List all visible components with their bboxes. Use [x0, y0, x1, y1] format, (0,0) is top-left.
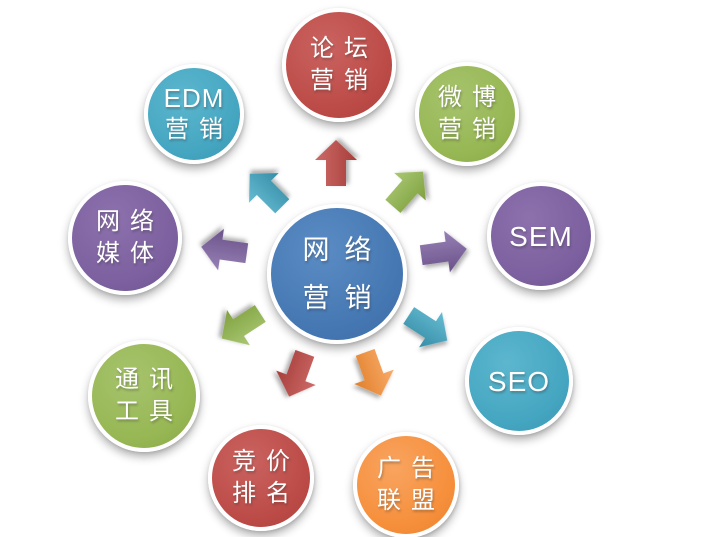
node-label-line: 广告 — [377, 455, 445, 483]
arrow-down-bidding-icon — [276, 349, 316, 397]
node-label-line: 排名 — [232, 480, 300, 507]
node-label-line: 网络 — [302, 234, 387, 265]
node-network-marketing: 网络 营销 — [267, 204, 407, 344]
node-label-line: SEO — [487, 365, 551, 397]
node-online-media: 网络 媒体 — [68, 181, 182, 295]
node-weibo-marketing: 微博 营销 — [415, 62, 519, 166]
node-label-line: 工具 — [115, 398, 183, 425]
node-label-line: 营销 — [165, 116, 233, 144]
node-forum-marketing: 论坛 营销 — [282, 8, 396, 122]
node-sem: SEM — [487, 182, 595, 290]
node-label-line: 网络 — [96, 208, 164, 236]
arrow-right-sem-icon — [419, 230, 467, 273]
node-edm-marketing: EDM 营销 — [144, 64, 244, 164]
node-label-line: SEM — [509, 220, 573, 252]
arrow-up-forum-icon — [315, 140, 357, 186]
arrow-down-ad-alliance-icon — [354, 348, 394, 396]
node-bidding-rank: 竞价 排名 — [208, 425, 314, 531]
node-label-line: 微博 — [438, 84, 506, 112]
node-seo: SEO — [465, 327, 573, 435]
node-label-line: 营销 — [302, 283, 387, 313]
arrow-up-right-weibo-icon — [385, 171, 426, 213]
node-label-line: EDM — [163, 82, 225, 113]
node-label-line: 营销 — [310, 67, 378, 94]
node-label-line: 联盟 — [377, 487, 445, 514]
node-label-line: 通讯 — [115, 366, 183, 394]
arrow-up-left-edm-icon — [249, 173, 290, 214]
arrow-down-right-seo-icon — [403, 307, 448, 348]
arrow-down-left-im-tools-icon — [221, 305, 266, 346]
arrow-left-online-media-icon — [201, 228, 249, 271]
node-ad-alliance: 广告 联盟 — [353, 432, 459, 537]
node-label-line: 论坛 — [310, 35, 378, 63]
node-label-line: 媒体 — [96, 240, 164, 267]
node-label-line: 营销 — [438, 116, 506, 143]
node-im-tools: 通讯 工具 — [88, 340, 200, 452]
node-label-line: 竞价 — [232, 448, 300, 476]
